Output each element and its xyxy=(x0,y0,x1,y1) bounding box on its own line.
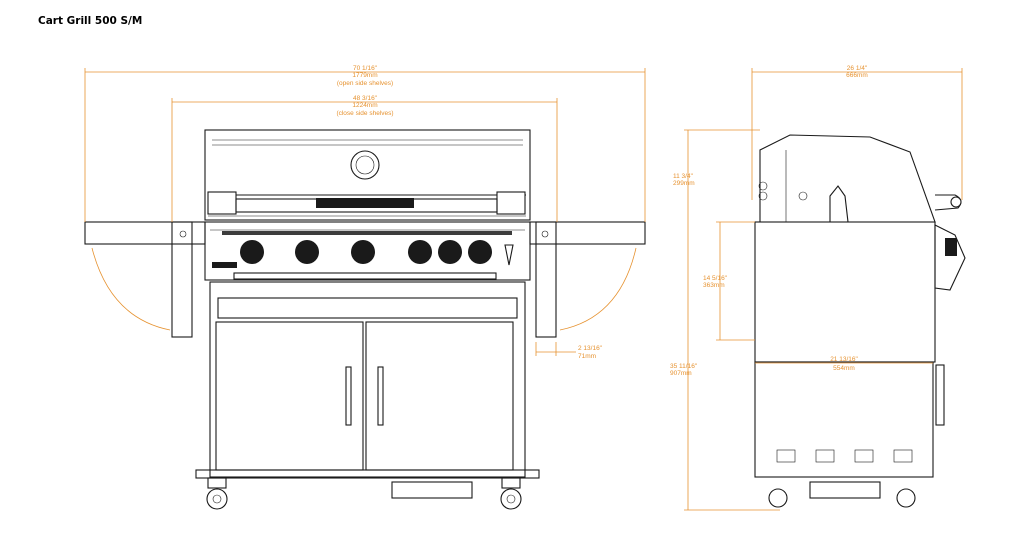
side-caster-icon xyxy=(768,488,788,508)
control-knobs xyxy=(240,240,492,264)
body-height-metric: 363mm xyxy=(703,282,725,289)
caster-wheel-icon xyxy=(500,488,522,510)
right-door-handle xyxy=(377,366,384,426)
lid-height-metric: 299mm xyxy=(673,180,695,187)
cart-depth-imperial: 21 13/16" xyxy=(830,356,858,363)
side-cart xyxy=(754,361,934,478)
knob-icon xyxy=(468,240,492,264)
side-control-panel xyxy=(934,224,966,291)
knob-icon xyxy=(408,240,432,264)
knob-icon xyxy=(240,240,264,264)
right-door xyxy=(365,321,514,471)
overall-width-note: (open side shelves) xyxy=(337,80,393,87)
lid-height-imperial: 11 3/4" xyxy=(673,173,694,180)
front-view xyxy=(84,129,646,510)
closed-width-note: (close side shelves) xyxy=(336,110,393,117)
left-door-handle xyxy=(345,366,352,426)
caster-wheel-icon xyxy=(206,488,228,510)
brand-badge xyxy=(212,262,237,268)
cart-depth-metric: 554mm xyxy=(833,365,855,372)
dimension-labels: 70 1/16" 1779mm (open side shelves) 48 3… xyxy=(336,65,867,377)
side-view xyxy=(754,134,966,508)
front-dimensions xyxy=(84,68,646,356)
depth-imperial: 26 1/4" xyxy=(847,65,868,72)
lid xyxy=(204,129,531,221)
control-panel xyxy=(204,221,531,281)
cart-top-rail xyxy=(217,297,518,319)
left-door xyxy=(215,321,364,471)
body-height-imperial: 14 5/16" xyxy=(703,275,728,282)
drip-tray xyxy=(233,272,497,280)
right-shelf-support xyxy=(535,221,557,338)
overall-width-imperial: 70 1/16" xyxy=(353,65,378,72)
left-shelf-support xyxy=(171,221,193,338)
knob-icon xyxy=(438,240,462,264)
side-vents xyxy=(776,449,913,463)
page-title: Cart Grill 500 S/M xyxy=(38,15,143,27)
vent-slots xyxy=(222,231,512,235)
closed-width-metric: 1224mm xyxy=(352,102,377,109)
side-dimensions xyxy=(684,68,963,511)
thermometer-icon xyxy=(350,150,380,180)
left-shelf xyxy=(84,221,206,245)
lid-hinge-right xyxy=(496,191,526,215)
knob-icon xyxy=(351,240,375,264)
closed-width-imperial: 48 3/16" xyxy=(353,95,378,102)
overall-width-metric: 1779mm xyxy=(352,72,377,79)
cart-body xyxy=(209,281,526,478)
side-body xyxy=(754,221,936,363)
shelf-overhang-imperial: 2 13/16" xyxy=(578,345,603,352)
total-height-imperial: 35 11/16" xyxy=(670,363,698,370)
side-caster-icon xyxy=(896,488,916,508)
depth-metric: 666mm xyxy=(846,72,868,79)
tank-tray xyxy=(391,481,473,499)
lid-hinge-left xyxy=(207,191,237,215)
right-shelf xyxy=(529,221,646,245)
total-height-metric: 907mm xyxy=(670,370,692,377)
shelf-overhang-metric: 71mm xyxy=(578,353,596,360)
knob-icon xyxy=(295,240,319,264)
